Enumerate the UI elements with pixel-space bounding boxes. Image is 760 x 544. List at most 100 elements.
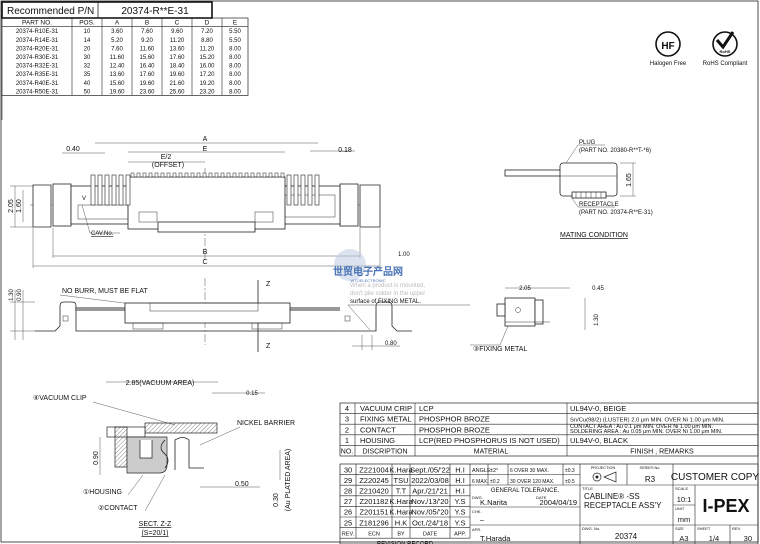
drawing-date: 2004/04/19 [539, 498, 577, 507]
table-cell: 13.60 [169, 46, 185, 52]
revision-cell: Y.S [454, 508, 465, 517]
size-label: SIZE [675, 526, 684, 531]
table-cell: 7.60 [111, 46, 123, 52]
top-view: A E E/2 (OFFSET) 0.40 0.18 2.05 1.60 V C… [8, 136, 410, 268]
dim-height-130-end: 1.30 [594, 314, 600, 326]
contact-pin-tip [250, 172, 255, 178]
contact-pin-tip [244, 172, 249, 178]
solder-note-line1: When a product is mounted, [350, 283, 425, 289]
table-cell: 12.40 [109, 64, 125, 70]
revision-cell: Z220245 [359, 476, 389, 485]
title-block-frame [339, 463, 759, 544]
contact-pin-tip [178, 172, 183, 178]
six-max: 6 MAX. [472, 479, 488, 485]
revision-cell: 29 [344, 476, 352, 485]
revision-cell: 28 [344, 487, 352, 496]
cav-marker: V [82, 196, 86, 202]
revision-cell: 2022/03/08 [411, 476, 449, 485]
table-cell: 15.60 [109, 81, 125, 87]
range1-tol: ±0.3 [565, 468, 575, 474]
cav-no-label: CAV.No. [91, 231, 114, 237]
mating-height-dim: 1.65 [626, 173, 633, 187]
column-header: E [233, 20, 238, 27]
table-cell: 20 [84, 46, 91, 52]
contact-pin [125, 174, 131, 206]
dim-e-half: E/2 [161, 154, 172, 161]
contact-pin [307, 174, 313, 206]
table-cell: 7.60 [141, 29, 153, 35]
watermark-en: WTOELECTRONIC [350, 278, 385, 283]
item-no: 2 [345, 425, 349, 434]
contact-pin-tip [238, 172, 243, 178]
title-line2: RECEPTACLE ASS'Y [584, 501, 662, 510]
plug-label: PLUG [579, 140, 596, 146]
end-view: 2.05 0.45 1.30 ③FIXING METAL [470, 286, 604, 353]
table-cell: 16.40 [139, 64, 155, 70]
revision-cell: K.Hara [389, 465, 413, 474]
contact-pin [118, 174, 124, 206]
table-frame [339, 402, 759, 457]
table-cell: 23.60 [139, 89, 155, 95]
dwg-no-label: DWG. No. [582, 526, 600, 531]
receptacle-part-no: (PART NO. 20374-R**E-31) [579, 210, 653, 216]
chk-label: CHK. [472, 509, 482, 514]
table-cell: 5.20 [111, 38, 123, 44]
dim-height-130: 1.30 [9, 289, 15, 301]
apr-label: APR. [472, 527, 481, 532]
table-cell: 11.60 [110, 55, 125, 61]
table-cell: 19.20 [199, 81, 215, 87]
item-finish: UL94V-0, BEIGE [570, 404, 626, 413]
dim-foot-080: 0.80 [385, 341, 397, 347]
au-plated-area-label: (Au PLATED AREA) [285, 449, 292, 512]
item-material: LCP [419, 404, 434, 413]
table-cell: 16.00 [199, 64, 215, 70]
projection-label: PROJECTION [591, 466, 616, 470]
column-header: DISCRIPTION [362, 449, 407, 456]
column-header: NO. [341, 449, 354, 456]
table-cell: 19.60 [109, 89, 125, 95]
hf-mark: HF [661, 41, 674, 52]
contact-pins [90, 172, 320, 206]
column-header: C [175, 20, 180, 27]
column-header: BY [397, 532, 405, 538]
table-cell: 21.60 [169, 81, 185, 87]
section-scale: (S=20/1) [141, 530, 168, 537]
watermark: 世贸电子产品网 WTOELECTRONIC [333, 249, 403, 283]
dim-gap: 0.18 [338, 147, 352, 154]
table-cell: 8.00 [229, 64, 241, 70]
column-header: A [115, 20, 120, 27]
dim-c: C [202, 259, 207, 266]
contact-pin-tip [130, 172, 135, 178]
revision-cell: Nov./13/'20 [411, 497, 448, 506]
checked-by: – [480, 515, 485, 524]
date-label: DATE [536, 495, 547, 500]
no-burr-note: NO BURR, MUST BE FLAT [62, 288, 148, 295]
vacuum-area-dim: 2.85(VACUUM AREA) [126, 380, 195, 387]
contact-pin-tip [268, 172, 273, 178]
contact-pin [300, 174, 306, 206]
hf-icon [655, 31, 681, 57]
fixing-metal-label: ③FIXING METAL [473, 345, 527, 353]
series-no: R3 [645, 475, 656, 484]
revision-record-title: REVISION RECORD [377, 542, 434, 544]
revision-cell: K.Hara [389, 508, 413, 517]
table-cell: 20374-R10E-31 [16, 29, 59, 35]
nickel-barrier-label: NICKEL BARRIER [237, 420, 295, 427]
watermark-cn: 世贸电子产品网 [333, 265, 403, 278]
table-cell: 10 [84, 29, 91, 35]
rohs-mark: RoHS [720, 49, 731, 54]
table-cell: 11.20 [170, 38, 185, 44]
solder-note-line2: don't pile solder in the upper [350, 291, 425, 297]
unit-label: UNIT [675, 506, 685, 511]
revision-cell: 27 [344, 497, 352, 506]
i-pex-logo: I-PEX [702, 496, 749, 516]
